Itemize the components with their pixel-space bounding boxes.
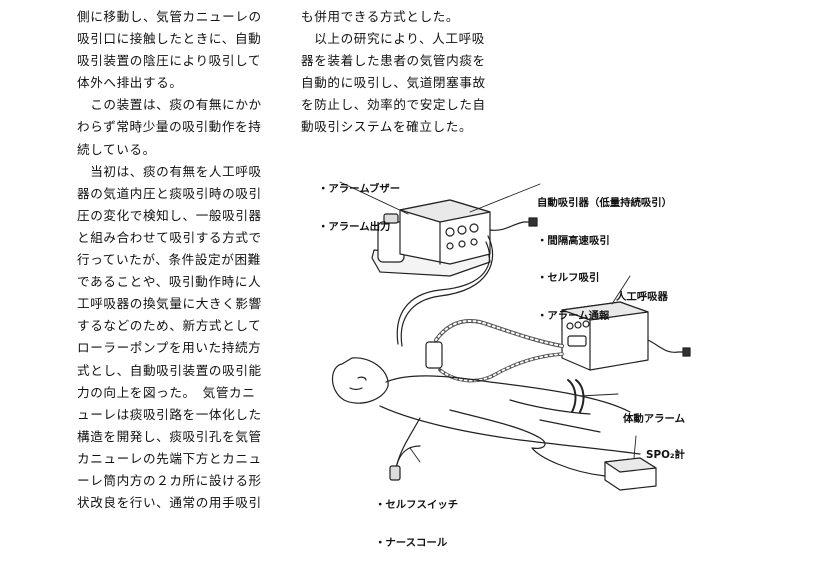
ventilator-drawing — [561, 301, 691, 371]
label-spo2-text: SPO₂計 — [646, 449, 685, 461]
right-text-column: も併用できる方式とした。 以上の研究により、人工呼吸器を装着した患者の気管内痰を… — [301, 6, 486, 139]
label-motion-alarm: 体動アラーム — [623, 388, 685, 438]
right-column-line: 以上の研究により、人工呼吸 — [301, 31, 485, 47]
patient-drawing — [331, 357, 641, 469]
left-column-line: 式とし、自動吸引装置の吸引能 — [77, 362, 262, 378]
label-ventilator: 人工呼吸器 — [616, 266, 668, 316]
left-column-line: 状改良を行い、通常の用手吸引 — [77, 495, 262, 511]
left-column-line: 器の気道内圧と痰吸引時の吸引 — [77, 185, 262, 201]
right-column-line: 器を装着した患者の気管内痰を — [301, 53, 486, 69]
label-alarm-buzzer: ・アラームブザー — [318, 183, 401, 195]
label-alarm: ・アラームブザー ・アラーム出力 — [318, 158, 400, 246]
label-switch: ・セルフスイッチ ・ナースコール — [375, 474, 458, 562]
left-column-line: ーレ筒内方の２カ所に設ける形 — [77, 472, 262, 488]
left-column-line: 側に移動し、気管カニューレの — [77, 9, 262, 24]
left-column-line: 力の向上を図った。 気管カニ — [77, 384, 256, 400]
label-motion-alarm-text: 体動アラーム — [623, 413, 686, 425]
left-column-line: 圧の変化で検知し、一般吸引器 — [77, 207, 262, 223]
left-column-line: と組み合わせて吸引する方式で — [77, 229, 262, 245]
self-switch-drawing — [389, 445, 421, 481]
label-suction-device-title: 自動吸引器（低量持続吸引） — [537, 197, 673, 209]
label-spo2: SPO₂計 — [646, 424, 685, 474]
left-column-line: 続している。 — [77, 141, 156, 157]
left-column-line: 行っていたが、条件設定が困難 — [77, 252, 261, 268]
label-nurse-call: ・ナースコール — [375, 536, 448, 549]
left-text-column: 側に移動し、気管カニューレの吸引口に接触したときに、自動吸引装置の陰圧により吸引… — [77, 6, 262, 514]
left-column-line: ローラーポンプを用いた持続方 — [77, 340, 262, 356]
label-alarm-report: ・アラーム通報 — [537, 309, 610, 322]
label-self-suction: ・セルフ吸引 — [537, 272, 600, 284]
left-column-line: 吸引口に接触したときに、自動 — [77, 31, 262, 47]
label-alarm-output: ・アラーム出力 — [318, 220, 391, 233]
left-column-line: わらず常時少量の吸引動作を持 — [77, 119, 262, 135]
leader-lines — [339, 181, 637, 463]
spo2-meter-drawing — [531, 447, 657, 491]
label-suction-device: 自動吸引器（低量持続吸引） ・間隔高速吸引 ・セルフ吸引 ・アラーム通報 — [537, 172, 672, 335]
left-column-line: 吸引装置の陰圧により吸引して — [77, 53, 262, 69]
right-column-line: を防止し、効率的で安定した自 — [301, 97, 486, 113]
auto-suction-device-drawing — [371, 199, 538, 277]
left-column-line: 工呼吸器の換気量に大きく影響 — [77, 296, 262, 312]
left-column-line: 体外へ排出する。 — [77, 75, 183, 91]
left-column-line: カニューレの先端下方とカニュ — [77, 450, 262, 466]
right-column-line: 自動的に吸引し、気道閉塞事故 — [301, 75, 486, 91]
label-ventilator-text: 人工呼吸器 — [616, 291, 668, 303]
right-column-line: も併用できる方式とした。 — [301, 9, 460, 24]
label-interval-suction: ・間隔高速吸引 — [537, 234, 610, 247]
left-column-line: であることや、吸引動作時に人 — [77, 274, 262, 290]
label-self-switch: ・セルフスイッチ — [375, 499, 459, 511]
suction-system-figure — [331, 181, 691, 491]
left-column-line: この装置は、痰の有無にかか — [77, 97, 262, 113]
left-column-line: 構造を開発し、痰吸引孔を気管 — [77, 428, 262, 444]
left-column-line: ューレは痰吸引路を一体化した — [77, 406, 262, 422]
right-column-line: 動吸引システムを確立した。 — [301, 119, 473, 135]
left-column-line: 当初は、痰の有無を人工呼吸 — [77, 163, 262, 179]
left-column-line: するなどのため、新方式として — [77, 318, 262, 334]
